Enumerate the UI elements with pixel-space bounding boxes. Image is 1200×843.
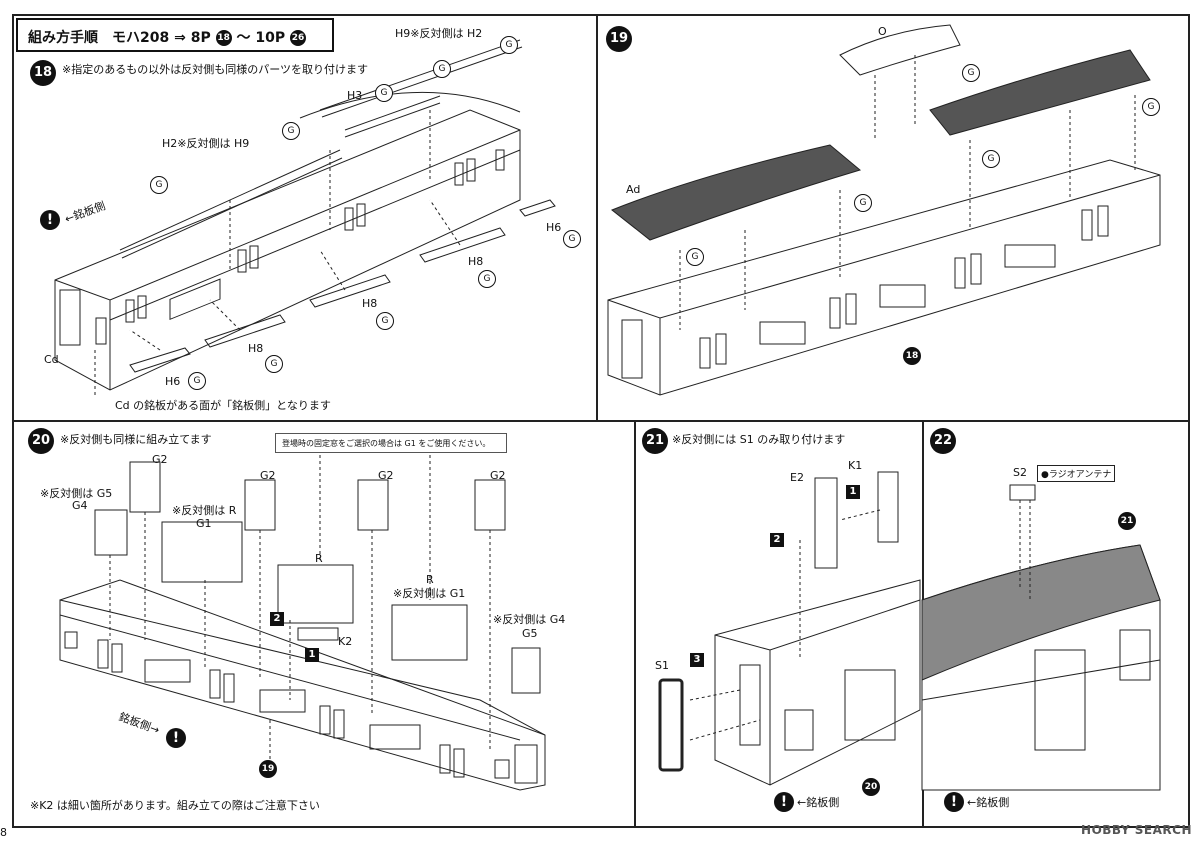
panel21-num-1: 1 (846, 485, 860, 499)
antenna-tag: ●ラジオアンテナ (1037, 465, 1116, 482)
title-main: 組み方手順 モハ208 ⇒ 8P (28, 30, 211, 46)
panel20-num-2: 2 (270, 612, 284, 626)
panel21-side-label: ←銘板側 (797, 796, 840, 809)
panel20-ref-step: 19 (259, 760, 277, 778)
panel20-label-g5-alt: ※反対側は G5 (40, 487, 113, 500)
panel20-num-1: 1 (305, 648, 319, 662)
parts-20 (94, 461, 541, 694)
title-text: 組み方手順 モハ208 ⇒ 8P 18 〜 10P 26 (28, 27, 306, 47)
step-22-badge: 22 (930, 428, 956, 454)
glue-icon: G (433, 60, 451, 78)
panel21-num-3: 3 (690, 653, 704, 667)
panel22-label-s2: S2 (1013, 466, 1027, 479)
panel20-label-g1: G1 (196, 517, 212, 530)
glue-icon: G (1142, 98, 1160, 116)
panel19-ref-step: 18 (903, 347, 921, 365)
car-body-18 (54, 91, 521, 391)
page-number: 8 (0, 826, 7, 839)
glue-icon: G (962, 64, 980, 82)
panel18-label-h2: H2※反対側は H9 (162, 137, 250, 150)
panel20-label-r-alt: ※反対側は R (172, 504, 237, 517)
title-box: 組み方手順 モハ208 ⇒ 8P 18 〜 10P 26 (16, 18, 334, 52)
warning-20-icon: ! (166, 728, 186, 748)
car-body-22 (921, 484, 1161, 791)
panel18-footnote: Cd の銘板がある面が「銘板側」となります (115, 399, 331, 412)
glue-icon: G (563, 230, 581, 248)
panel18-label-h8-b: H8 (362, 297, 378, 310)
glue-icon: G (282, 122, 300, 140)
glue-icon: G (478, 270, 496, 288)
panel19-label-ad: Ad (626, 183, 641, 196)
guide-lines-21 (689, 509, 881, 741)
panel20-box-note: 登場時の固定窓をご選択の場合は G1 をご使用ください。 (275, 433, 507, 453)
panel21-ref-step: 20 (862, 778, 880, 796)
glue-icon: G (854, 194, 872, 212)
watermark: HOBBY SEARCH (1081, 823, 1192, 837)
panel20-label-r-b: R (426, 573, 434, 586)
guide-lines-22 (1019, 500, 1031, 600)
car-body-20 (59, 579, 546, 791)
panel20-label-g2-a: G2 (152, 453, 168, 466)
guide-lines-19 (679, 55, 1136, 330)
glue-icon: G (188, 372, 206, 390)
panel18-note: ※指定のあるもの以外は反対側も同様のパーツを取り付けます (62, 63, 368, 76)
panel18-label-h6-b: H6 (165, 375, 181, 388)
parts-21 (658, 471, 899, 772)
glue-icon: G (686, 248, 704, 266)
panel18-label-h6-a: H6 (546, 221, 562, 234)
panel22-side-label: ←銘板側 (967, 796, 1010, 809)
warning-21-icon: ! (774, 792, 794, 812)
panel20-label-g4: G4 (72, 499, 88, 512)
panel18-label-h8-c: H8 (248, 342, 264, 355)
panel20-label-g2-d: G2 (490, 469, 506, 482)
panel20-label-g2-b: G2 (260, 469, 276, 482)
step-18-badge: 18 (30, 60, 56, 86)
title-between: 〜 10P (236, 30, 286, 46)
glue-icon: G (982, 150, 1000, 168)
panel20-label-g5: G5 (522, 627, 538, 640)
warning-22-icon: ! (944, 792, 964, 812)
glue-icon: G (375, 84, 393, 102)
panel21-note: ※反対側には S1 のみ取り付けます (672, 433, 846, 446)
title-step-b: 26 (289, 30, 306, 46)
panel18-label-cd: Cd (44, 353, 59, 366)
panel20-footnote: ※K2 は細い箇所があります。組み立ての際はご注意下さい (30, 799, 320, 812)
glue-icon: G (500, 36, 518, 54)
panel20-label-r-a: R (315, 552, 323, 565)
step-20-badge: 20 (28, 428, 54, 454)
panel20-label-g1-alt: ※反対側は G1 (393, 587, 466, 600)
panel20-label-g2-c: G2 (378, 469, 394, 482)
warning-18-icon: ! (40, 210, 60, 230)
panel18-label-h9: H9※反対側は H2 (395, 27, 483, 40)
panel20-label-k2: K2 (338, 635, 353, 648)
glue-icon: G (376, 312, 394, 330)
guide-lines-20 (109, 455, 491, 760)
panel20-label-g4-alt: ※反対側は G4 (493, 613, 566, 626)
panel21-num-2: 2 (770, 533, 784, 547)
panel21-label-k1: K1 (848, 459, 863, 472)
panel22-ref-step: 21 (1118, 512, 1136, 530)
panel18-label-h3: H3 (347, 89, 363, 102)
car-body-19 (607, 159, 1161, 396)
panel20-note: ※反対側も同様に組み立てます (60, 433, 212, 446)
panel18-label-h8-a: H8 (468, 255, 484, 268)
car-body-21 (714, 579, 921, 786)
title-step-a: 18 (215, 30, 232, 46)
roof-parts-19 (611, 24, 1151, 241)
panel19-label-o: O (878, 25, 887, 38)
panel21-label-s1: S1 (655, 659, 669, 672)
step-19-badge: 19 (606, 26, 632, 52)
glue-icon: G (150, 176, 168, 194)
guide-lines-18 (94, 110, 461, 395)
step-21-badge: 21 (642, 428, 668, 454)
panel21-label-e2: E2 (790, 471, 804, 484)
glue-icon: G (265, 355, 283, 373)
